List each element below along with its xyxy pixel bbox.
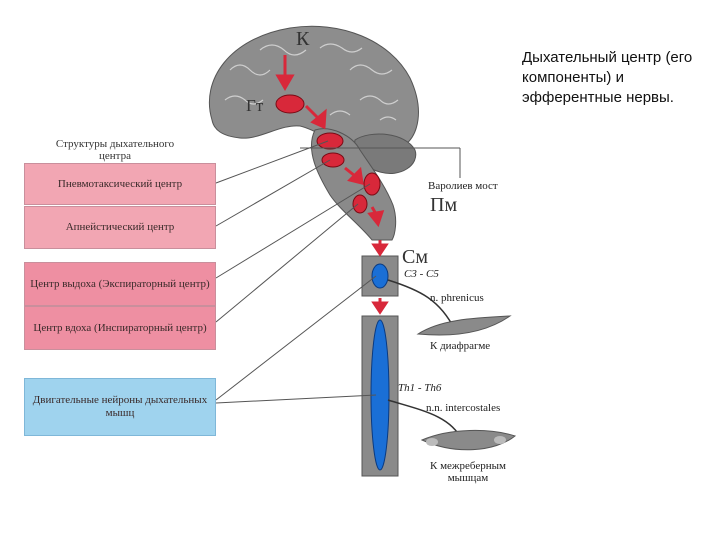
brain-cerebrum bbox=[208, 25, 419, 147]
descending-arrows bbox=[275, 55, 389, 315]
pneumotaxic-nucleus bbox=[316, 132, 344, 150]
phrenic-nerve bbox=[387, 279, 512, 336]
brain-gyri bbox=[224, 43, 399, 121]
cervical-motor-nucleus bbox=[371, 263, 389, 289]
inspiratory-nucleus bbox=[352, 194, 368, 214]
label-k: К bbox=[296, 28, 310, 50]
label-diaphragm: К диафрагме bbox=[430, 340, 491, 352]
figure-caption: Дыхательный центр (его компоненты) и эфф… bbox=[522, 49, 693, 106]
label-intercostales: n.n. intercostales bbox=[426, 402, 501, 414]
box-apneustic-center: Апнейстический центр bbox=[24, 206, 216, 249]
box-respiratory-motor-neurons: Двигательные нейроны дыхательных мышц bbox=[24, 378, 216, 436]
intercostal-nerve bbox=[387, 399, 517, 451]
label-th1-th6: Th1 - Th6 bbox=[398, 382, 442, 394]
label-c3-c5: C3 - C5 bbox=[404, 268, 439, 280]
box-expiratory-center: Центр выдоха (Экспираторный центр) bbox=[24, 262, 216, 306]
label-pm: Пм bbox=[430, 194, 458, 216]
expiratory-nucleus bbox=[363, 172, 381, 196]
box-pneumotaxic-center: Пневмотаксический центр bbox=[24, 163, 216, 205]
label-sm: См bbox=[402, 246, 428, 268]
gt-nucleus bbox=[275, 94, 305, 114]
box-inspiratory-center: Центр вдоха (Инспираторный центр) bbox=[24, 306, 216, 350]
label-gt: Гт bbox=[246, 96, 264, 115]
pointer-lines bbox=[215, 140, 461, 404]
structures-header: Структуры дыхательного центра bbox=[55, 138, 175, 162]
label-phrenicus: n. phrenicus bbox=[430, 292, 484, 304]
apneustic-nucleus bbox=[321, 152, 345, 168]
label-intercostal-muscles: К межреберным мышцам bbox=[430, 460, 506, 484]
label-pons: Варолиев мост bbox=[428, 180, 498, 192]
